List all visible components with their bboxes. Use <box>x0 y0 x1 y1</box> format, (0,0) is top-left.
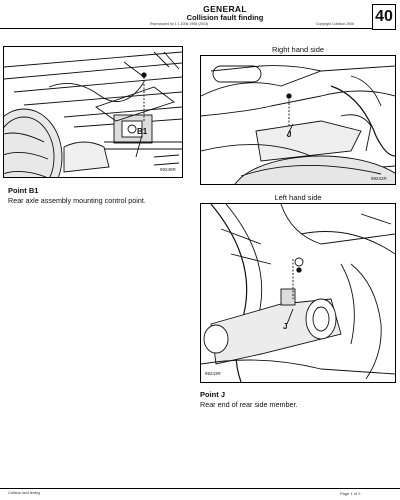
right-side-member-illustration <box>201 65 395 184</box>
left-side-member-illustration <box>201 204 395 382</box>
page-subtitle: Collision fault finding <box>186 13 264 22</box>
point-b1-title: Point B1 <box>8 186 39 195</box>
rear-axle-illustration <box>4 51 182 177</box>
figure-ref-b1: 99246R <box>160 167 176 172</box>
header-reference-left: Reproduced by 1 1 2006 1998 (2003) <box>150 22 209 26</box>
footer-rule <box>0 488 400 489</box>
figure-ref-right: 99242R <box>371 176 387 181</box>
figure-right-hand-side: J 99242R <box>200 55 396 185</box>
point-j-title: Point J <box>200 390 226 399</box>
section-title: GENERAL <box>203 4 247 14</box>
caption-left-hand-side: Left hand side <box>274 193 322 202</box>
callout-j-left: J <box>283 322 288 331</box>
point-j-description: Rear end of rear side member. <box>200 400 298 409</box>
page-number: Page 1 of 2 <box>340 491 361 496</box>
figure-ref-left: 99243R <box>205 371 221 376</box>
figure-left-hand-side: J 99243R <box>200 203 396 383</box>
header-reference-right: Copyright Collision 2006 <box>316 22 354 26</box>
point-b1-description: Rear axle assembly mounting control poin… <box>8 196 146 205</box>
section-number-badge: 40 <box>372 4 396 30</box>
figure-b1: B1 99246R <box>3 46 183 178</box>
caption-right-hand-side: Right hand side <box>271 45 325 54</box>
footer-left: Collision fault finding <box>8 491 41 495</box>
callout-j-right: J <box>287 130 292 139</box>
callout-b1: B1 <box>137 127 148 136</box>
header-rule <box>0 28 372 29</box>
